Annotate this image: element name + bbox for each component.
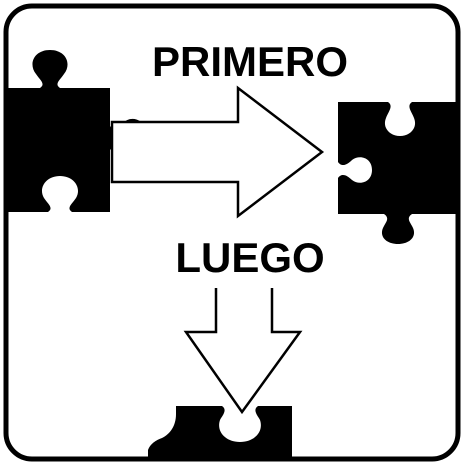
left-puzzle-piece-icon: [6, 50, 148, 212]
card-frame: [3, 3, 461, 462]
arrow-down-icon: [183, 288, 303, 415]
right-puzzle-piece-icon: [338, 102, 458, 244]
arrow-right-icon: [110, 85, 325, 219]
then-label: LUEGO: [175, 234, 324, 281]
bottom-puzzle-piece-icon: [148, 406, 292, 459]
first-label: PRIMERO: [152, 38, 348, 85]
